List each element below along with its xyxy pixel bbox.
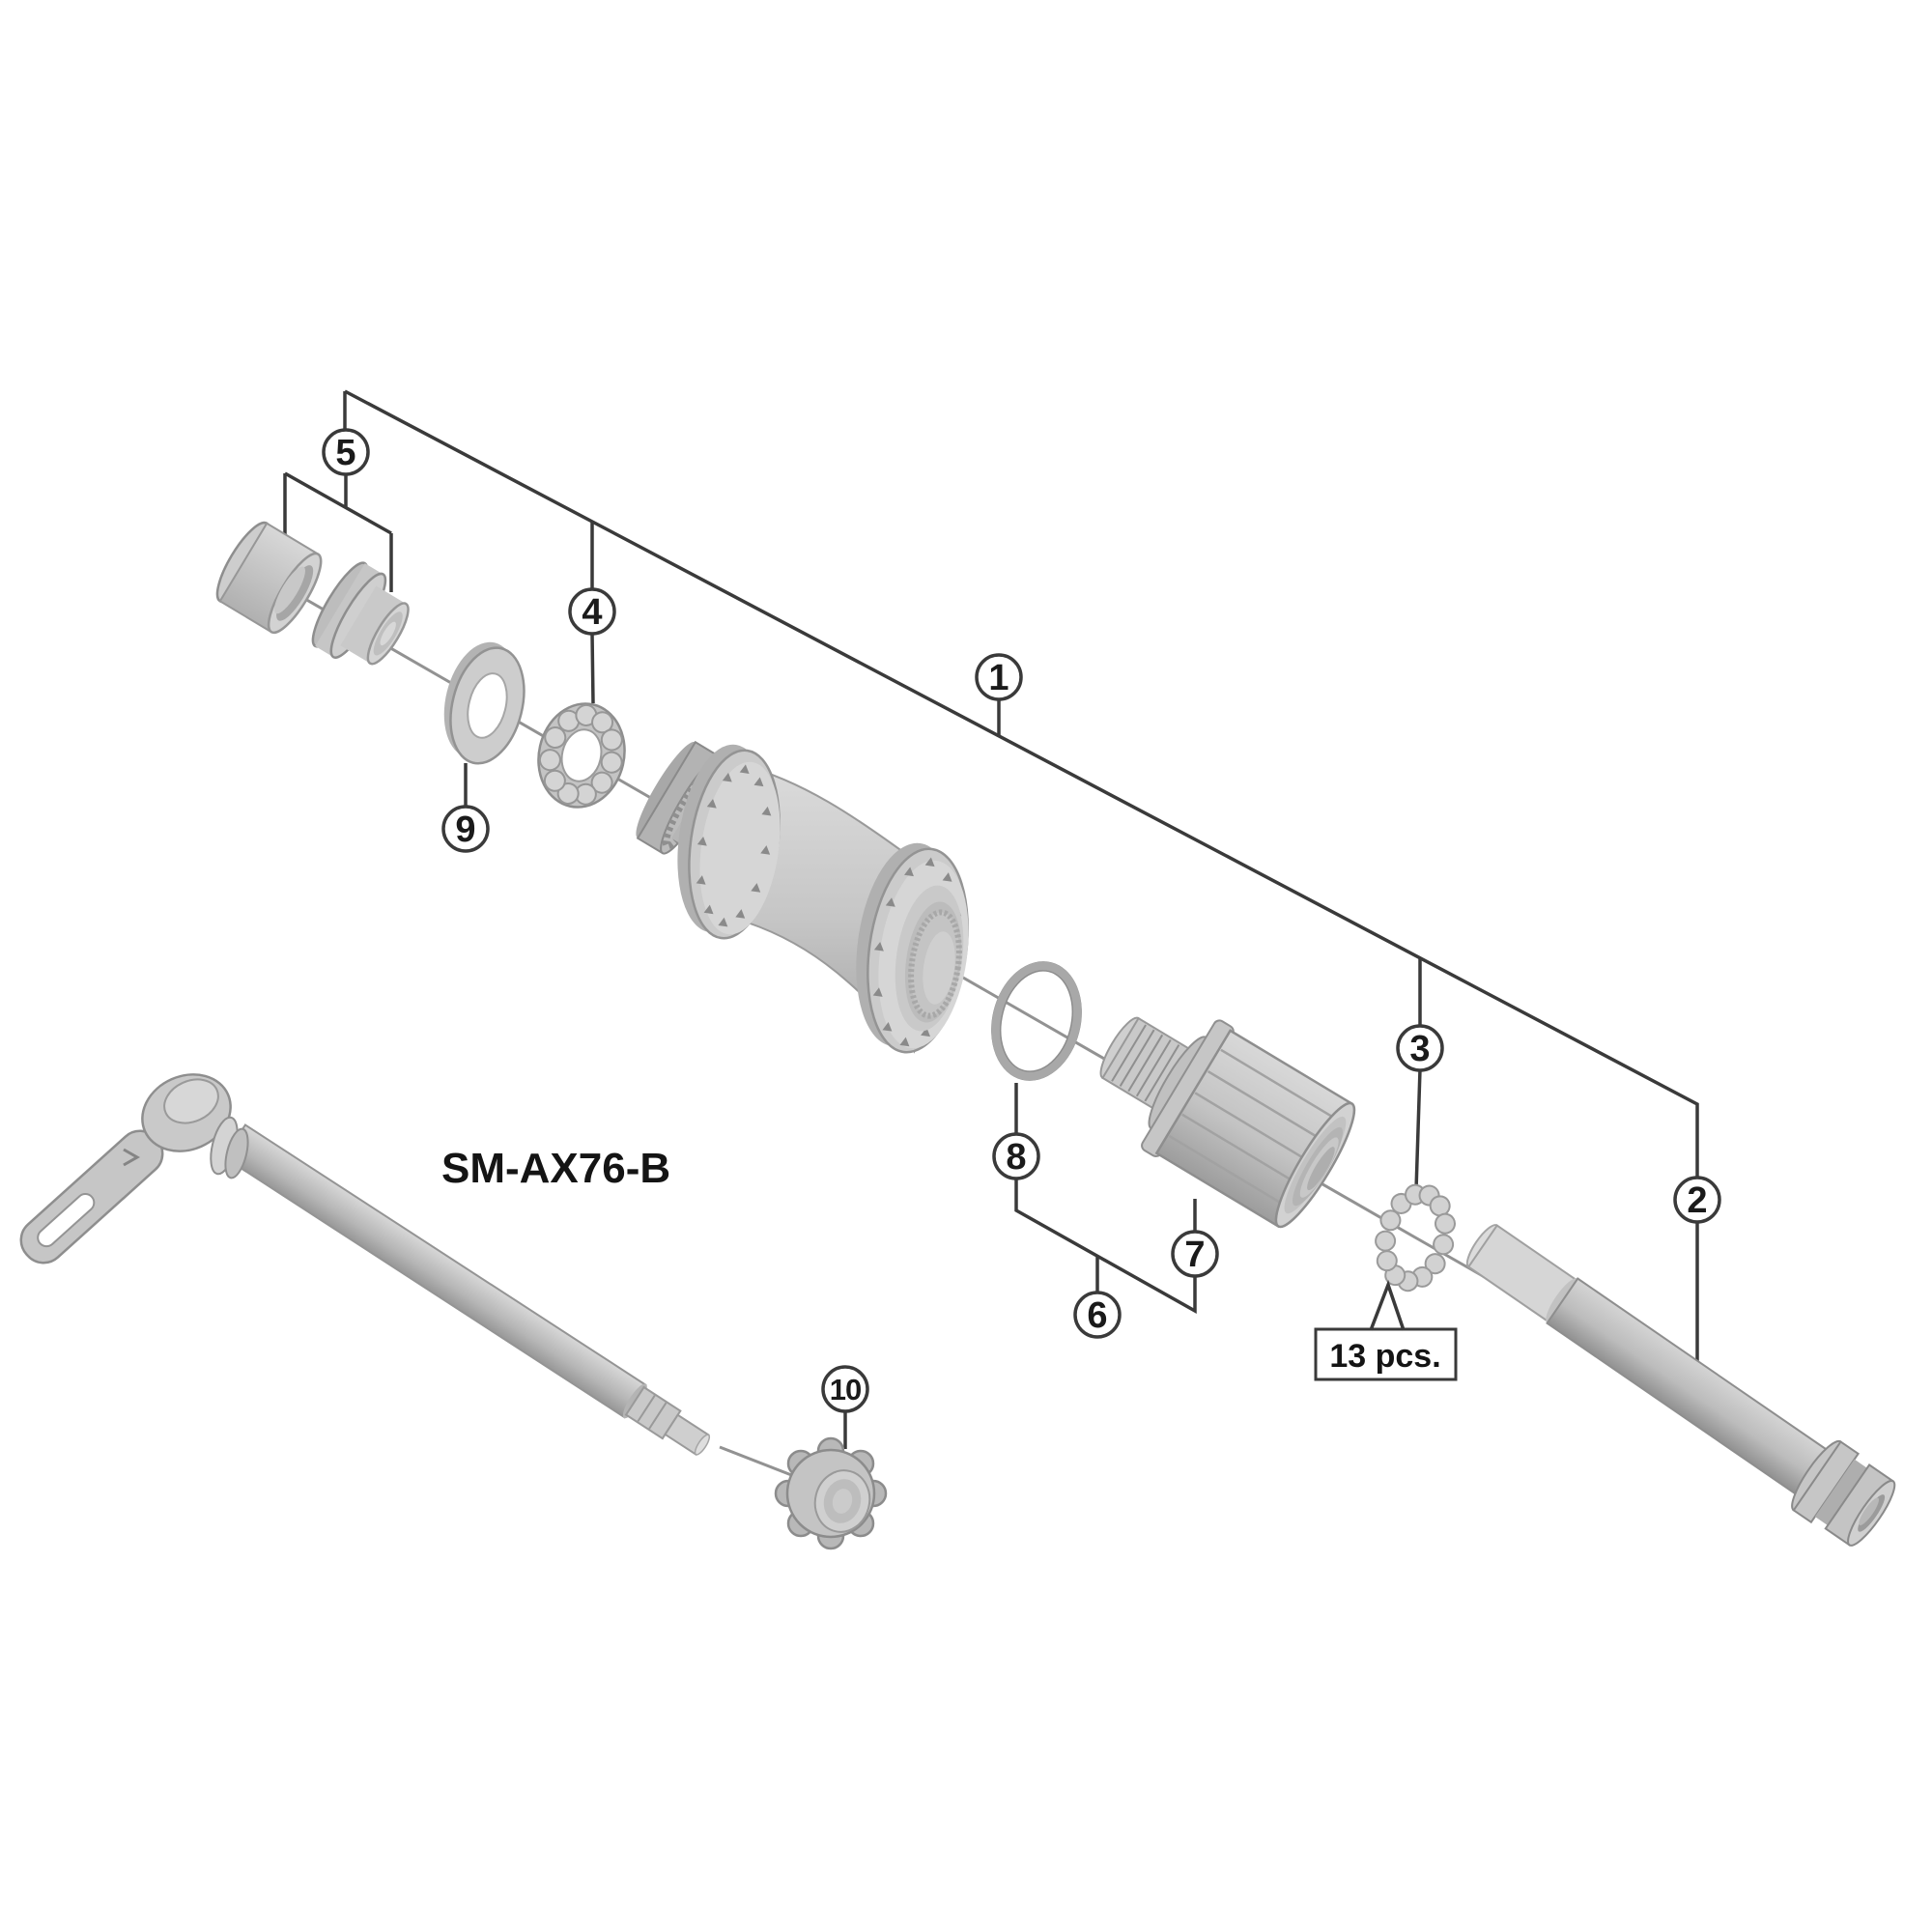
freehub-body-icon <box>1099 1016 1356 1229</box>
hub-shell-icon <box>636 740 969 1054</box>
callout-9-number: 9 <box>455 810 475 850</box>
ball-bearing-ring-icon <box>1375 1183 1456 1293</box>
callout-1: 1 <box>975 653 1023 701</box>
callout-1-number: 1 <box>988 658 1009 698</box>
lever-notch-mark <box>123 1148 141 1167</box>
retainer-balls <box>538 703 623 806</box>
bracket-callouts-6-7-8 <box>1014 1083 1197 1314</box>
exploded-parts <box>19 521 1896 1550</box>
callout-3-number: 3 <box>1409 1029 1430 1069</box>
bracket-line-main <box>344 389 1699 1367</box>
callout-3: 3 <box>1396 1024 1444 1072</box>
callouts: 1 2 3 4 5 6 7 8 <box>322 428 1721 1413</box>
qr-lever-handle <box>19 1073 249 1264</box>
leader-lines <box>283 389 1699 1449</box>
callout-10: 10 <box>821 1365 869 1413</box>
leader-callout-3 <box>1414 958 1422 1191</box>
callout-5: 5 <box>322 428 370 476</box>
quantity-note-badge: 13 pcs. <box>1314 1279 1458 1381</box>
o-ring-icon <box>991 961 1082 1081</box>
callout-2-number: 2 <box>1687 1180 1707 1221</box>
callout-8: 8 <box>992 1132 1040 1180</box>
callout-4: 4 <box>568 587 616 636</box>
cone-lock-nut-icon <box>311 561 410 666</box>
callout-7: 7 <box>1171 1230 1219 1278</box>
washer-icon <box>443 641 526 765</box>
callout-10-number: 10 <box>830 1373 861 1406</box>
freehub-spline-lines <box>1168 1048 1342 1209</box>
quantity-note-pointer <box>1369 1279 1406 1331</box>
quick-release-lever-assembly <box>19 1073 888 1550</box>
hub-axle-icon <box>1465 1224 1896 1547</box>
bracket-callout-5 <box>283 471 393 592</box>
leader-callout-4 <box>590 522 595 704</box>
callout-9: 9 <box>441 805 490 853</box>
quantity-note-text: 13 pcs. <box>1329 1338 1440 1375</box>
callout-6-number: 6 <box>1087 1295 1107 1336</box>
callout-8-number: 8 <box>1006 1137 1026 1178</box>
qr-skewer-shaft <box>222 1123 711 1456</box>
model-label: SM-AX76-B <box>441 1145 670 1192</box>
callout-6: 6 <box>1073 1291 1122 1339</box>
callout-5-number: 5 <box>335 433 355 473</box>
callout-2: 2 <box>1673 1176 1721 1224</box>
hub-right-flange <box>856 842 969 1054</box>
callout-4-number: 4 <box>582 592 602 633</box>
callout-7-number: 7 <box>1184 1235 1205 1275</box>
axle-end-nut-icon <box>774 1436 888 1550</box>
axle-end-cap-icon <box>215 521 323 635</box>
bearing-retainer-icon <box>537 702 626 809</box>
hub-left-flange <box>677 744 781 940</box>
